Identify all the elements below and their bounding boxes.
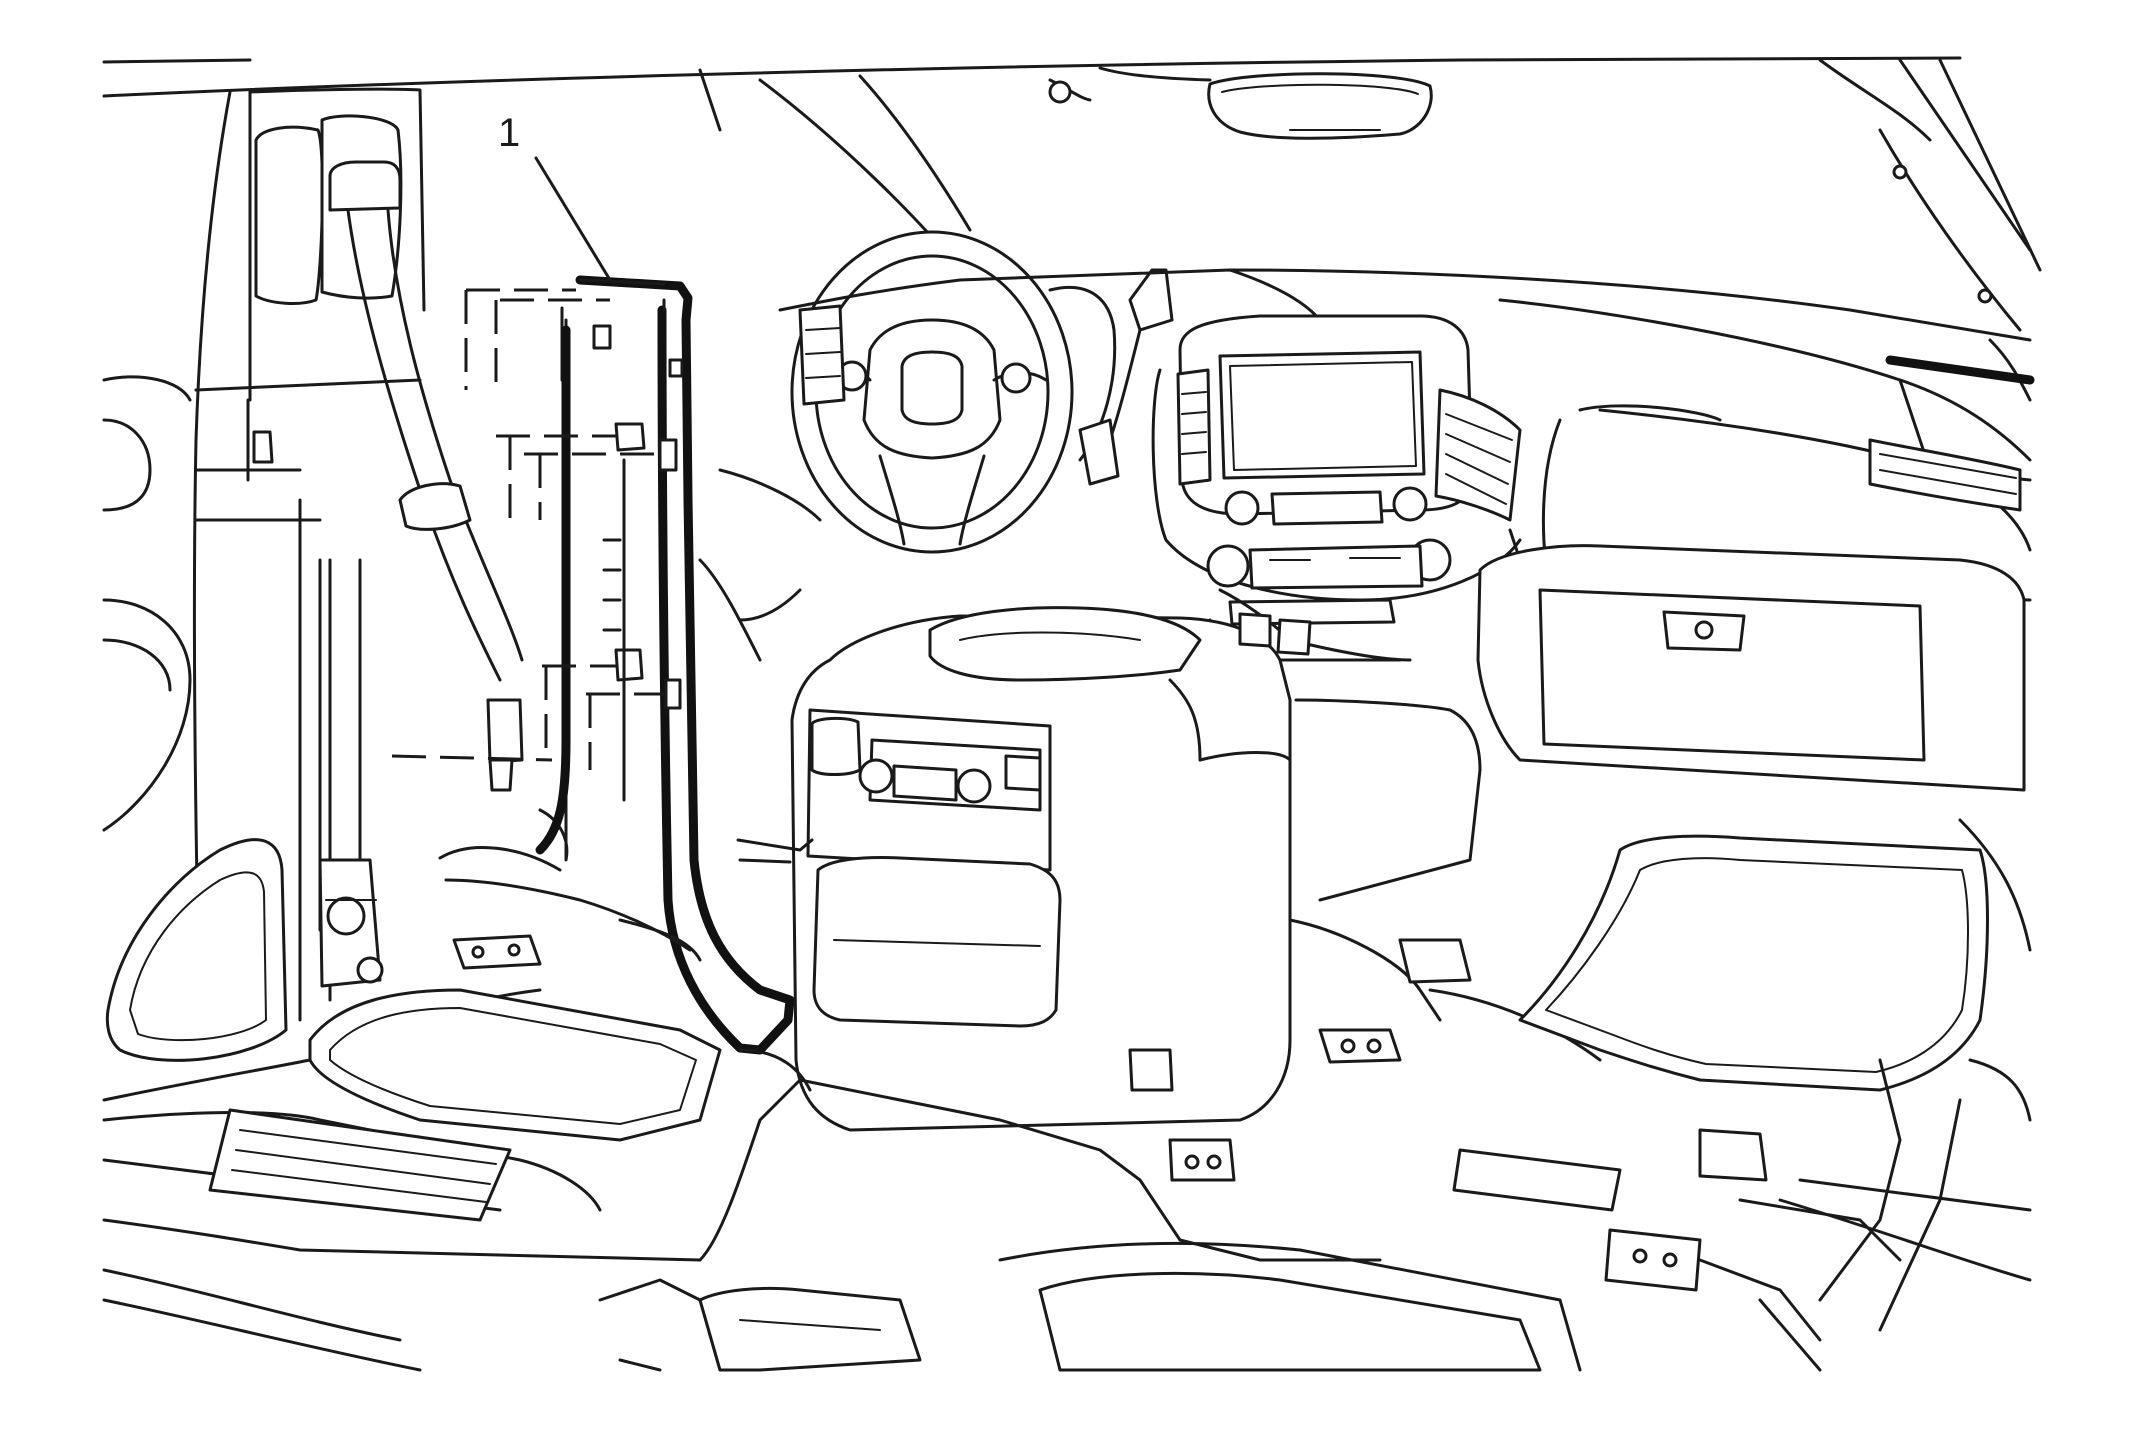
console-front <box>1218 588 1482 902</box>
roof-headliner <box>102 56 2042 272</box>
rear-door-area <box>698 468 822 864</box>
b-pillar-trim-panel <box>438 275 795 1055</box>
callout-1-leader-line <box>534 156 612 282</box>
center-console <box>790 606 1292 1132</box>
right-floor-area <box>1288 818 2032 1342</box>
floor-carpet <box>102 934 1382 1262</box>
windshield-frame <box>758 74 2022 332</box>
steering-column-stalk <box>1078 268 1174 486</box>
steering-wheel <box>790 230 1117 554</box>
center-stack <box>1151 314 1522 662</box>
rear-floor-foreground <box>102 1241 1822 1372</box>
callout-1-label: 1 <box>498 111 520 155</box>
callout-1: 1 <box>498 111 612 282</box>
seat-belt-assembly <box>318 160 524 932</box>
glove-box <box>1476 544 2026 792</box>
air-vents <box>798 304 2022 522</box>
front-door-trim <box>102 375 288 1062</box>
seat-belt-retractor <box>318 858 384 988</box>
alignment-dashed-lines <box>391 288 666 770</box>
rearview-mirror <box>1048 66 1433 140</box>
